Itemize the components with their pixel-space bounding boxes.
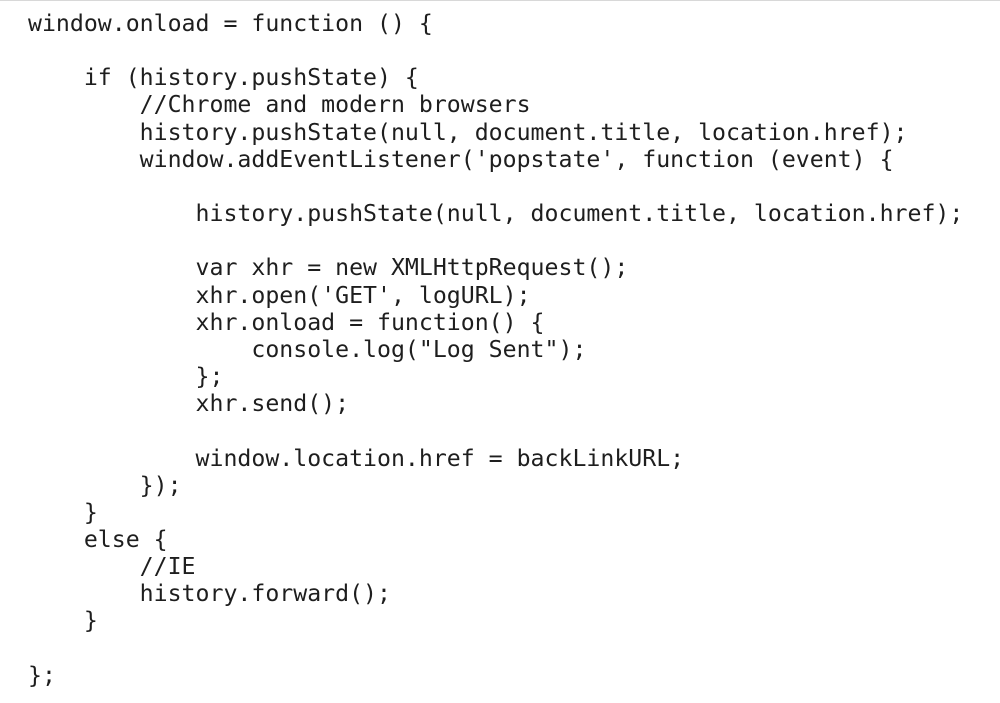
code-line: xhr.onload = function() { bbox=[28, 308, 545, 336]
code-line: } bbox=[28, 607, 98, 635]
code-line: if (history.pushState) { bbox=[28, 64, 419, 92]
code-line: var xhr = new XMLHttpRequest(); bbox=[28, 254, 629, 282]
code-line: //Chrome and modern browsers bbox=[28, 91, 531, 119]
code-line: history.pushState(null, document.title, … bbox=[28, 200, 964, 228]
code-line: history.forward(); bbox=[28, 580, 391, 608]
code-line: xhr.send(); bbox=[28, 390, 350, 418]
code-line: }; bbox=[28, 661, 56, 689]
code-line: }; bbox=[28, 363, 224, 391]
code-line bbox=[28, 37, 963, 64]
code-block: window.onload = function () { if (histor… bbox=[28, 10, 963, 689]
code-line bbox=[28, 635, 963, 662]
code-line: window.location.href = backLinkURL; bbox=[28, 444, 685, 472]
code-line bbox=[28, 417, 963, 444]
code-line: else { bbox=[28, 525, 168, 553]
code-line: xhr.open('GET', logURL); bbox=[28, 281, 531, 309]
code-line: }); bbox=[28, 471, 182, 499]
code-line: window.addEventListener('popstate', func… bbox=[28, 145, 894, 173]
code-line bbox=[28, 173, 963, 200]
code-line: console.log("Log Sent"); bbox=[28, 335, 587, 363]
code-line: //IE bbox=[28, 553, 196, 581]
code-line: history.pushState(null, document.title, … bbox=[28, 118, 908, 146]
code-line bbox=[28, 227, 963, 254]
code-line: } bbox=[28, 498, 98, 526]
code-line: window.onload = function () { bbox=[28, 10, 433, 37]
